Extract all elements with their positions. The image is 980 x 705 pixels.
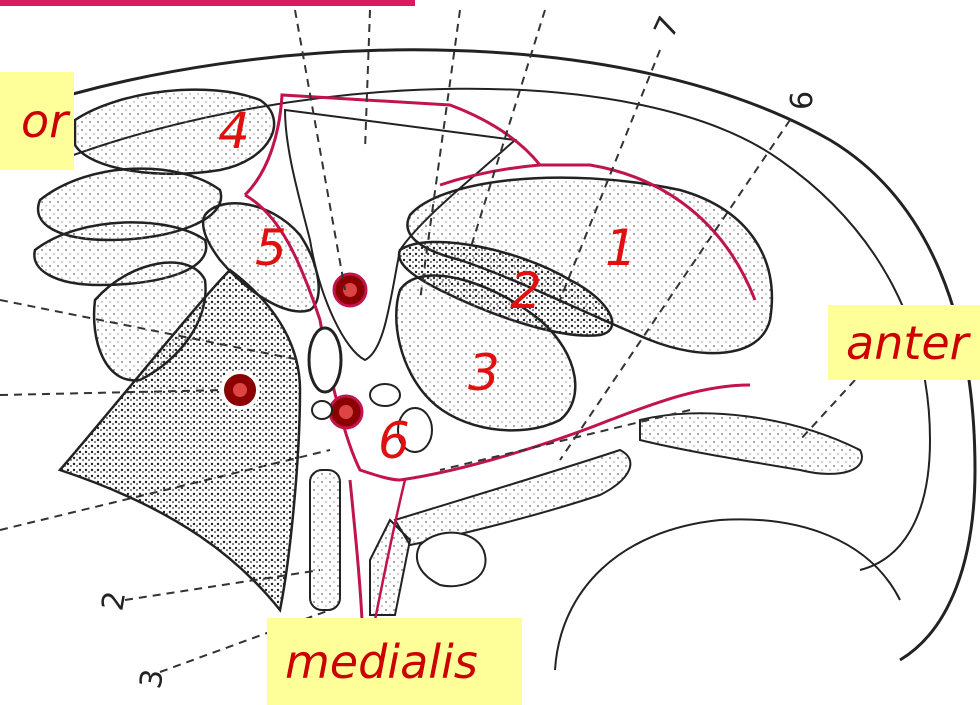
- floor-band: [395, 450, 630, 545]
- anterior-label-box: anter: [828, 305, 980, 380]
- reference-number-7: 7: [648, 11, 688, 43]
- small-vessel-c: [312, 401, 332, 419]
- fascia-outline-stem: [350, 480, 362, 620]
- number-5: 5: [255, 219, 287, 277]
- lower-anterior-band: [640, 413, 862, 474]
- number-4: 4: [218, 102, 250, 160]
- number-1: 1: [605, 219, 637, 277]
- reference-number-2: 2: [95, 589, 133, 614]
- vessel-upper: [334, 274, 366, 306]
- posterior-label: or: [21, 98, 68, 144]
- vein-oval: [309, 328, 341, 392]
- number-2: 2: [510, 262, 542, 320]
- top-color-bar: [0, 0, 415, 6]
- number-3: 3: [468, 344, 500, 402]
- posterior-label-box: or: [0, 72, 74, 170]
- vessel-left: [222, 372, 258, 408]
- medial-label: medialis: [285, 639, 478, 685]
- medial-label-box: medialis: [267, 618, 522, 705]
- anterior-label: anter: [846, 320, 969, 366]
- vessel-lower: [330, 396, 362, 428]
- small-vessel-a: [370, 384, 400, 406]
- lower-dome: [555, 519, 900, 670]
- number-6: 6: [378, 412, 410, 470]
- vertical-column-right: [370, 520, 410, 615]
- ganglion-shape: [417, 533, 486, 587]
- reference-number-6: 6: [785, 91, 820, 110]
- vertical-column-left: [310, 470, 340, 610]
